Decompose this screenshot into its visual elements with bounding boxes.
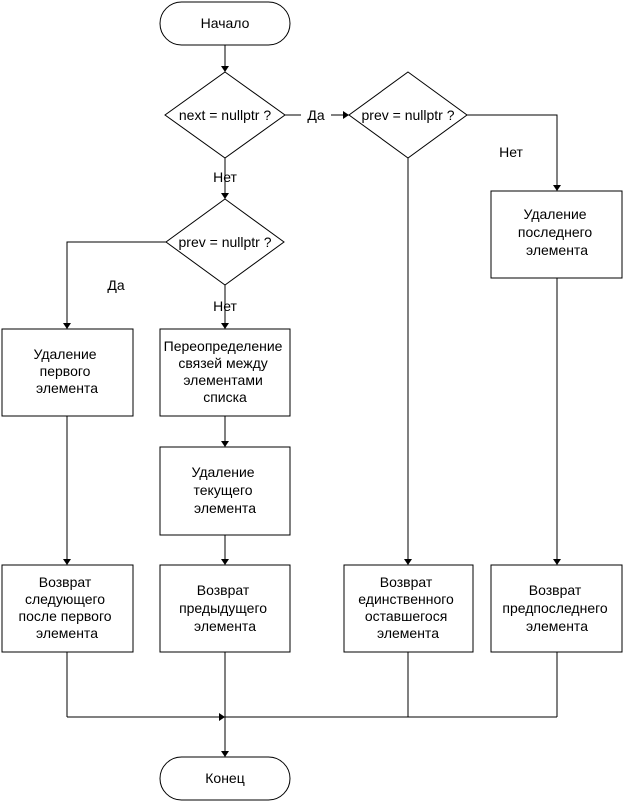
process-delete-last: Удаление последнего элемента [490, 190, 623, 279]
arrowhead [221, 193, 229, 199]
arrowhead [63, 559, 71, 565]
decision-prev-null-left-label: prev = nullptr ? [179, 234, 272, 250]
process-return-penultimate-text: Возврат предпоследнего элемента [502, 582, 611, 634]
label-prev-right-no: Нет [499, 144, 523, 160]
end-label: Конец [205, 770, 244, 786]
label-next-no: Нет [213, 169, 237, 185]
edge-labels: Да Нет Нет Да Нет [107, 106, 524, 314]
process-delete-last-text: Удаление последнего элемента [518, 206, 596, 258]
arrowhead [221, 66, 229, 72]
end-terminal: Конец [159, 756, 291, 801]
process-return-previous: Возврат предыдущего элемента [159, 564, 291, 653]
process-return-only-remaining-text: Возврат единственного оставшегося элемен… [358, 574, 457, 641]
edge-prev-right-no [467, 114, 558, 191]
start-label: Начало [201, 15, 250, 31]
arrowhead [343, 111, 349, 119]
arrowheads [63, 66, 561, 757]
process-delete-current-text: Удаление текущего элемента [192, 464, 259, 516]
process-return-next-after-first-text: Возврат следующего после первого элемент… [19, 574, 116, 641]
process-delete-first: Удаление первого элемента [1, 328, 134, 417]
arrowhead [553, 559, 561, 565]
decision-next-null: next = nullptr ? [164, 71, 286, 159]
arrowhead [219, 713, 225, 721]
process-return-previous-text: Возврат предыдущего элемента [179, 582, 271, 634]
process-delete-current: Удаление текущего элемента [159, 446, 291, 536]
edge-prev-left-yes [66, 241, 166, 329]
arrowhead [221, 559, 229, 565]
process-return-next-after-first: Возврат следующего после первого элемент… [1, 564, 134, 653]
decision-next-null-label: next = nullptr ? [179, 107, 271, 123]
arrowhead [404, 559, 412, 565]
arrowhead [63, 323, 71, 329]
arrowhead [221, 751, 229, 757]
decision-prev-null-right: prev = nullptr ? [348, 71, 468, 159]
process-relink-text: Переопределение связей между элементами … [164, 338, 287, 405]
process-delete-first-text: Удаление первого элемента [34, 346, 101, 396]
arrowhead [553, 185, 561, 191]
connectors [66, 45, 558, 757]
label-prev-left-no: Нет [213, 298, 237, 314]
process-return-only-remaining: Возврат единственного оставшегося элемен… [343, 564, 474, 653]
label-prev-left-yes: Да [107, 277, 124, 293]
arrowhead [221, 323, 229, 329]
start-terminal: Начало [159, 1, 291, 46]
decision-prev-null-left: prev = nullptr ? [165, 198, 285, 286]
label-next-yes: Да [307, 107, 324, 123]
decision-prev-null-right-label: prev = nullptr ? [362, 107, 455, 123]
process-relink: Переопределение связей между элементами … [159, 328, 291, 417]
arrowhead [221, 441, 229, 447]
process-return-penultimate: Возврат предпоследнего элемента [490, 564, 623, 653]
